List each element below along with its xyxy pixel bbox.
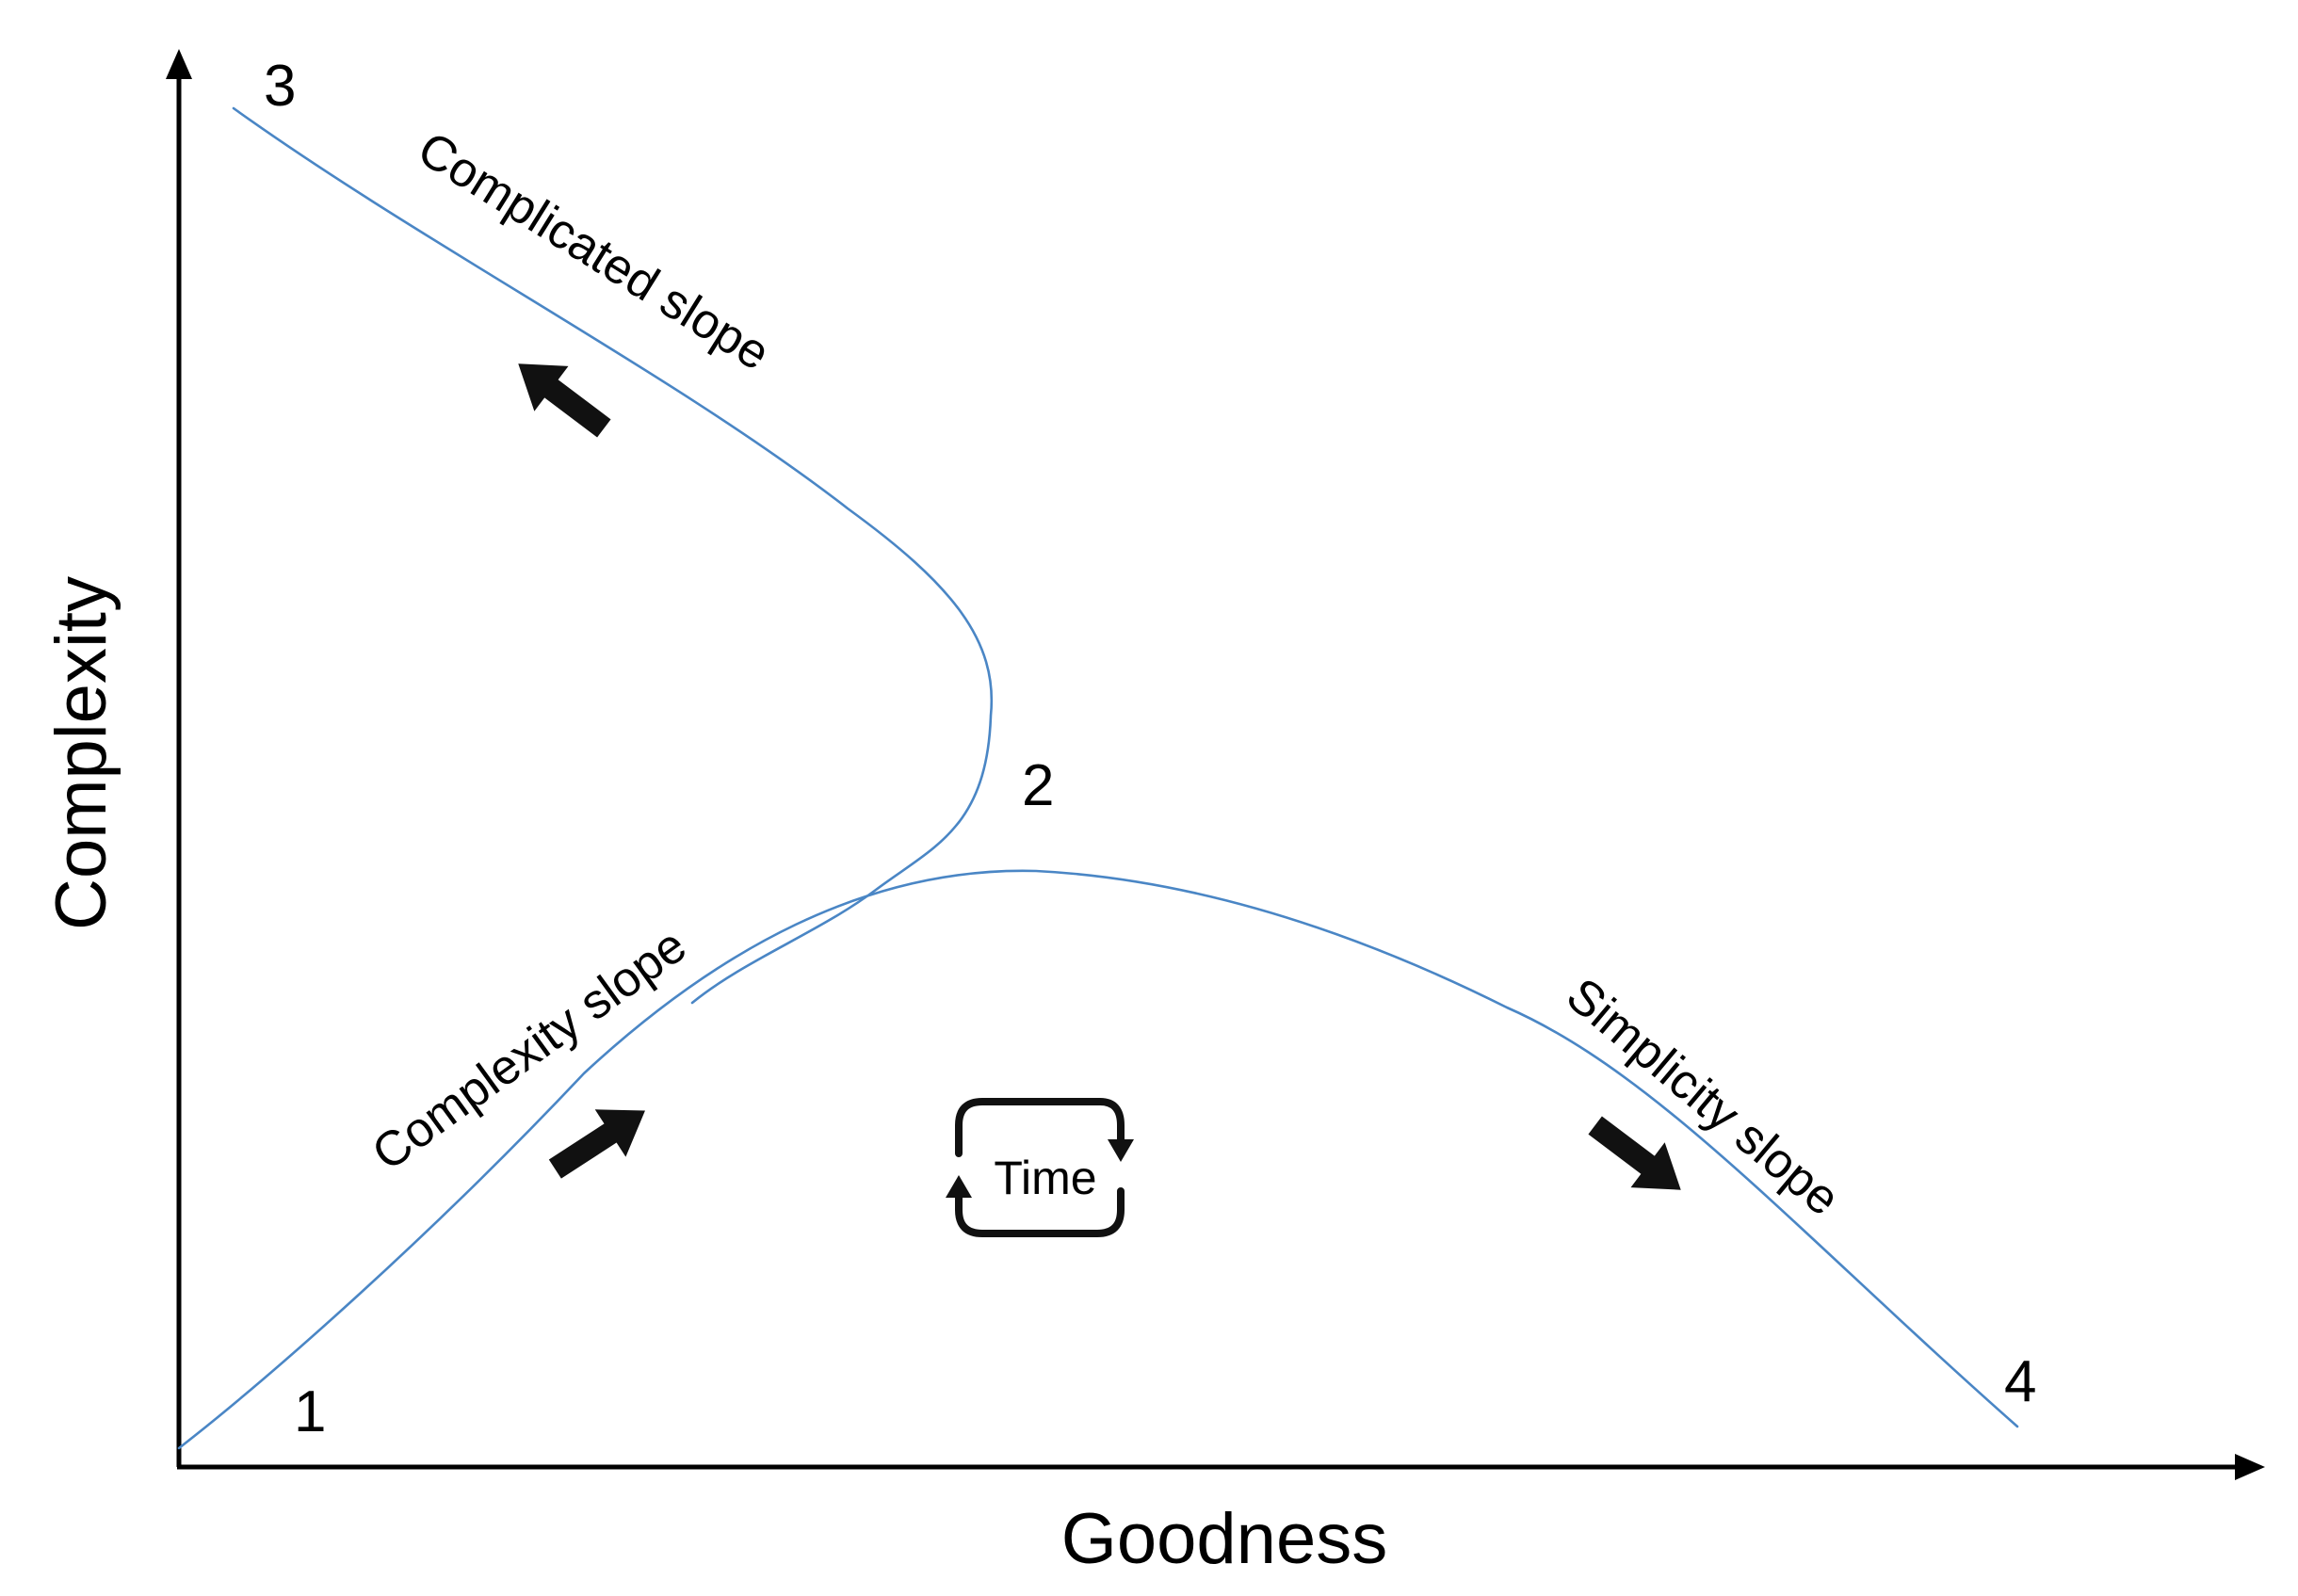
point-label-1: 1 xyxy=(294,1379,326,1444)
cycle-bottom-arrow xyxy=(955,1187,1125,1237)
point-label-3: 3 xyxy=(264,54,296,119)
y-axis-arrowhead-icon xyxy=(166,49,192,79)
time-cycle-icon: Time xyxy=(946,1098,1134,1237)
complexity-to-simplicity-curve xyxy=(177,869,2019,1450)
x-axis-arrowhead-icon xyxy=(2235,1454,2265,1480)
cycle-arrowhead-up-icon xyxy=(946,1175,972,1198)
time-label: Time xyxy=(994,1152,1096,1204)
arrow-up-left-icon xyxy=(518,363,611,438)
simplicity-slope-label: Simplicity slope xyxy=(1556,968,1850,1227)
complexity-slope-label: Complexity slope xyxy=(363,918,696,1182)
point-label-4: 4 xyxy=(2004,1349,2036,1414)
x-axis-title: Goodness xyxy=(1061,1499,1387,1579)
cycle-top-arrow xyxy=(955,1098,1125,1157)
y-axis-title: Complexity xyxy=(41,576,121,930)
point-label-2: 2 xyxy=(1022,753,1054,818)
arrow-down-right-icon xyxy=(1588,1116,1681,1190)
arrow-up-right-icon xyxy=(548,1109,645,1179)
complicated-curve xyxy=(232,106,994,1005)
curves xyxy=(177,106,2019,1450)
cycle-arrowhead-down-icon xyxy=(1108,1139,1134,1162)
complicated-slope-label: Complicated slope xyxy=(409,121,780,381)
axes xyxy=(166,49,2265,1480)
